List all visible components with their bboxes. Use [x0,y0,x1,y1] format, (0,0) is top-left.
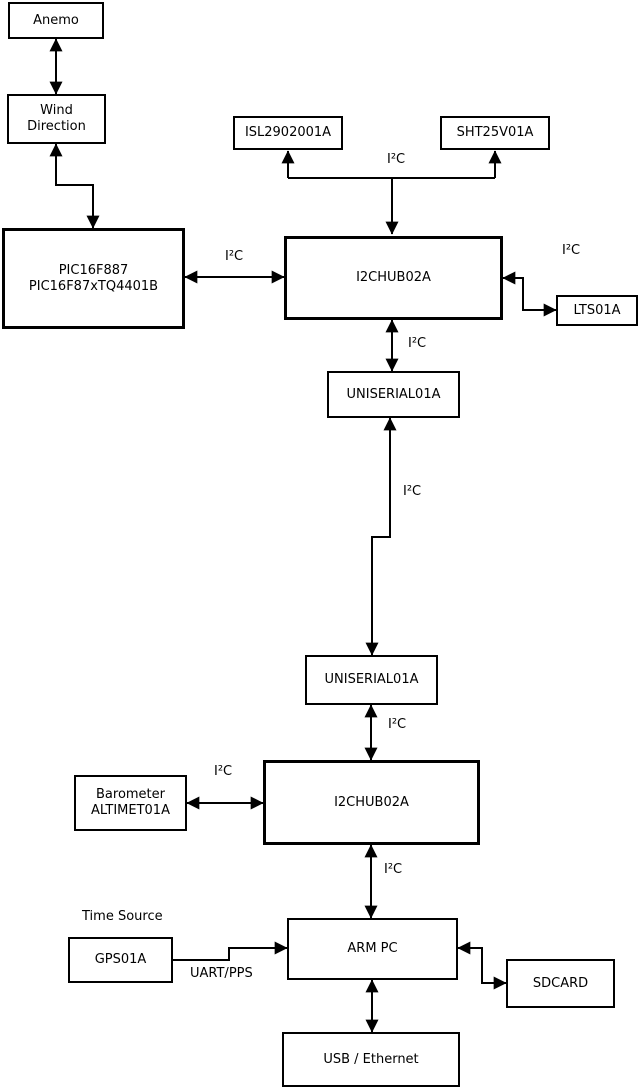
box-i2chub02a-top-label: I2CHUB02A [356,270,431,285]
box-arm-pc: ARM PC [287,918,458,980]
box-i2chub02a-bottom: I2CHUB02A [263,760,480,845]
box-gps01a: GPS01A [68,937,173,983]
box-anemo: Anemo [8,2,104,39]
box-sht25v01a-label: SHT25V01A [456,125,534,140]
edge-gps-armpc [173,941,288,961]
edge-uniserial1-uniserial2 [365,417,397,656]
label-i2c-hub1-uniserial: I²C [408,336,427,351]
box-i2chub02a-bottom-label: I2CHUB02A [334,794,409,810]
label-i2c-sensor-bus: I²C [387,152,406,167]
box-wind-direction-label-line2: Direction [27,119,86,134]
box-pic-microcontroller: PIC16F887 PIC16F87xTQ4401B [2,228,185,329]
box-lts01a-label: LTS01A [573,302,621,318]
box-usb-ethernet-label: USB / Ethernet [323,1051,419,1067]
box-barometer-altimet01a: Barometer ALTIMET01A [74,775,187,831]
box-sdcard-label: SDCARD [532,975,589,991]
box-pic-label-line2: PIC16F87xTQ4401B [28,278,159,294]
label-time-source: Time Source [82,909,163,924]
box-wind-direction: Wind Direction [7,94,106,144]
box-uniserial01a-top-label: UNISERIAL01A [346,386,441,402]
box-uniserial01a-bottom: UNISERIAL01A [305,655,438,705]
label-i2c-uniserial-link: I²C [403,484,422,499]
edge-armpc-sdcard [457,941,507,990]
box-uniserial01a-top: UNISERIAL01A [327,371,460,418]
box-isl2902001a-label: ISL2902001A [244,125,332,140]
box-sht25v01a: SHT25V01A [440,116,550,150]
box-barometer-label-line2: ALTIMET01A [91,803,170,818]
box-isl2902001a: ISL2902001A [233,116,343,150]
box-anemo-label: Anemo [33,12,79,28]
box-sdcard: SDCARD [506,959,615,1008]
box-uniserial01a-bottom-label: UNISERIAL01A [324,672,419,687]
box-wind-direction-label-line1: Wind [40,103,73,118]
box-gps01a-label: GPS01A [94,952,147,967]
box-lts01a: LTS01A [556,295,638,326]
box-usb-ethernet: USB / Ethernet [282,1032,460,1087]
label-i2c-hub2-armpc: I²C [384,862,403,877]
label-i2c-pic-hub: I²C [225,249,244,264]
edge-hub1-lts [502,271,557,317]
label-uart-pps: UART/PPS [190,966,253,981]
label-i2c-barometer: I²C [214,764,233,779]
box-i2chub02a-top: I2CHUB02A [284,236,503,320]
edge-winddirection-pic [49,143,100,229]
label-i2c-uniserial-hub2: I²C [388,717,407,732]
box-arm-pc-label: ARM PC [347,941,398,956]
label-i2c-lts: I²C [562,243,581,258]
box-barometer-label-line1: Barometer [96,787,165,802]
box-pic-label-line1: PIC16F887 [58,262,129,278]
